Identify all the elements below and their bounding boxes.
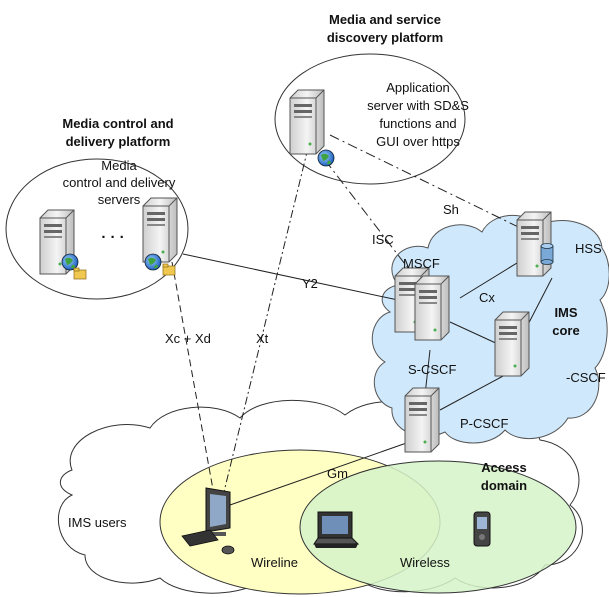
- ims-core-label-line1: IMS: [554, 305, 577, 320]
- pcscf-icscf-link: [439, 374, 506, 411]
- s-cscf-label: S-CSCF: [408, 362, 456, 377]
- y2-label: Y2: [302, 276, 318, 291]
- y2-link: [182, 253, 399, 301]
- delivery-platform-title-line2: delivery platform: [66, 134, 171, 149]
- media-servers-label-line2: control and delivery: [63, 175, 176, 190]
- xc-xd-label: Xc + Xd: [165, 331, 211, 346]
- wireless-label: Wireless: [400, 555, 450, 570]
- servers-ellipsis: · · ·: [101, 229, 124, 246]
- cx-label: Cx: [479, 290, 495, 305]
- desktop-computer-icon[interactable]: [181, 487, 235, 555]
- hss-label: HSS: [575, 241, 602, 256]
- mscf-label: MSCF: [403, 256, 440, 271]
- discovery-platform-title-line1: Media and service: [329, 12, 441, 27]
- app-server-label-line1: Application: [386, 80, 450, 95]
- isc-label: ISC: [372, 232, 394, 247]
- laptop-icon[interactable]: [313, 511, 360, 548]
- wireline-label: Wireline: [251, 555, 298, 570]
- hss-server[interactable]: [516, 211, 554, 277]
- ims-users-label: IMS users: [68, 515, 127, 530]
- gm-label: Gm: [327, 466, 348, 481]
- i-cscf-label: -CSCF: [566, 370, 606, 385]
- ims-core-label-line2: core: [552, 323, 579, 338]
- scscf-icscf-link: [449, 321, 501, 346]
- media-servers-label-line3: servers: [98, 192, 141, 207]
- xt-link: [221, 147, 309, 501]
- i-cscf-server[interactable]: [494, 311, 530, 377]
- isc-link: [324, 159, 409, 269]
- xcxd-link: [171, 261, 215, 496]
- sh-label: Sh: [443, 202, 459, 217]
- p-cscf-server[interactable]: [404, 387, 440, 453]
- delivery-platform-title-line1: Media control and: [62, 116, 173, 131]
- gm-link: [229, 439, 416, 506]
- discovery-platform-title-line2: discovery platform: [327, 30, 443, 45]
- mobile-device-icon[interactable]: [473, 511, 491, 547]
- app-server-label-line3: functions and: [379, 116, 456, 131]
- wireless-zone: [299, 460, 577, 594]
- app-server-label-line4: GUI over https: [376, 134, 460, 149]
- access-domain-label-line2: domain: [481, 478, 527, 493]
- ims-core-cloud: [371, 214, 609, 444]
- p-cscf-label: P-CSCF: [460, 416, 508, 431]
- app-server-label-line2: server with SD&S: [367, 98, 469, 113]
- media-servers-label-line1: Media: [101, 158, 137, 173]
- database-icon: [540, 243, 554, 265]
- xt-label: Xt: [256, 331, 269, 346]
- s-cscf-server[interactable]: [414, 275, 450, 341]
- access-domain-label-line1: Access: [481, 460, 527, 475]
